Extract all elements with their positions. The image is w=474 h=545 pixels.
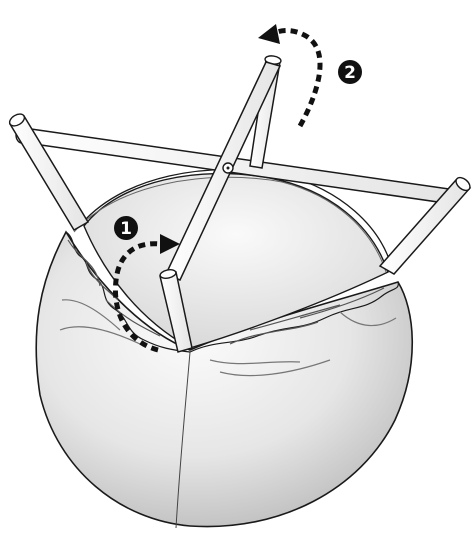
frame-leg-left: [8, 112, 88, 230]
step-2-badge: 2: [338, 60, 362, 84]
frame-hub-bolt: [223, 163, 233, 173]
step-1-badge: 1: [114, 216, 138, 240]
step-1-number: 1: [120, 219, 132, 239]
step-2-number: 2: [344, 63, 356, 83]
